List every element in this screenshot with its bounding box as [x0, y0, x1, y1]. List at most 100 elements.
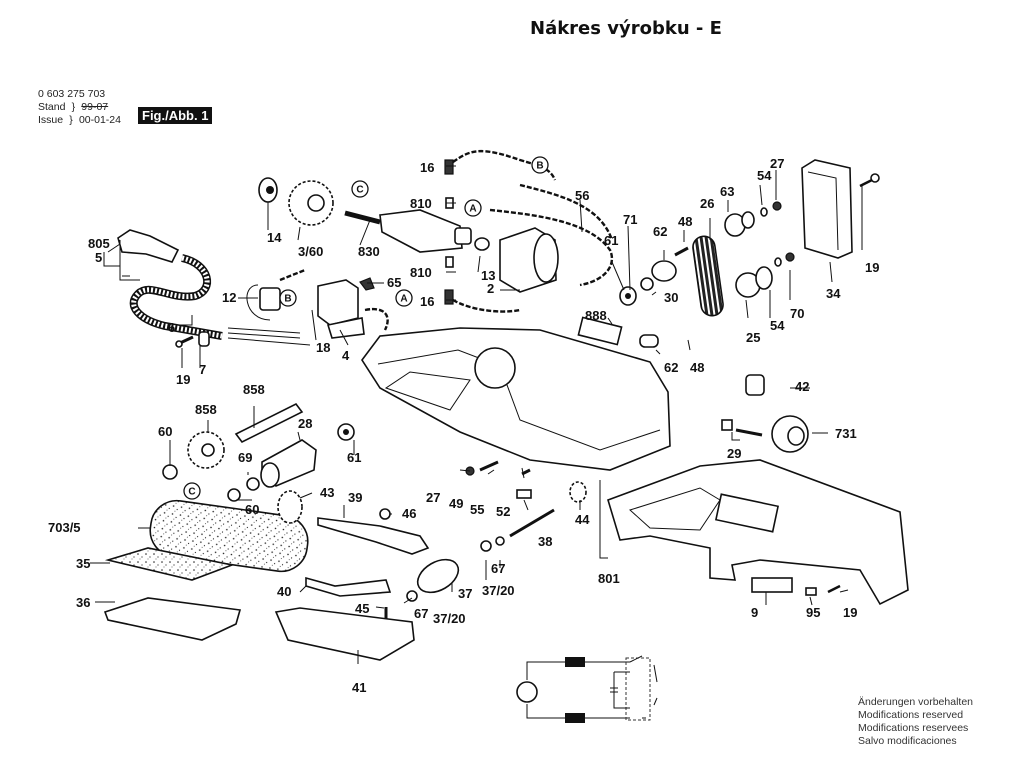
brace-glyph: }	[71, 101, 76, 113]
part-label-3-60: 3/60	[298, 244, 323, 259]
notice-line-en: Modifications reserved	[858, 709, 964, 721]
stator-drawing	[489, 183, 614, 293]
part-label-731: 731	[835, 426, 857, 441]
marker-circle-icon	[279, 289, 297, 307]
part-label-41: 41	[352, 680, 366, 695]
part-label-30: 30	[664, 290, 678, 305]
part-label-12: 12	[222, 290, 236, 305]
part-number: 0 603 275 703	[38, 88, 106, 100]
part-label-46: 46	[402, 506, 416, 521]
part-label-52: 52	[496, 504, 510, 519]
cord-clamp-drawing	[175, 331, 210, 348]
part-label-54: 54	[757, 168, 772, 183]
reference-marker-b: B	[531, 156, 549, 174]
part-label-61: 61	[604, 233, 618, 248]
part-label-7: 7	[199, 362, 206, 377]
part-label-810: 810	[410, 265, 432, 280]
figure-badge: Fig./Abb. 1	[138, 107, 213, 124]
part-label-858: 858	[243, 382, 265, 397]
part-label-34: 34	[826, 286, 841, 301]
part-label-65: 65	[387, 275, 401, 290]
part-label-55: 55	[470, 502, 484, 517]
part-label-29: 29	[727, 446, 741, 461]
handle-drawing	[607, 459, 909, 606]
part-label-35: 35	[76, 556, 90, 571]
stand-value: 99-07	[81, 101, 109, 113]
part-label-38: 38	[538, 534, 552, 549]
marker-circle-icon	[183, 482, 201, 500]
part-label-805: 805	[88, 236, 110, 251]
part-label-62: 62	[664, 360, 678, 375]
part-label-19: 19	[176, 372, 190, 387]
part-label-42: 42	[795, 379, 809, 394]
part-label-4: 4	[342, 348, 350, 363]
part-label-830: 830	[358, 244, 380, 259]
reference-marker-a: A	[395, 289, 413, 307]
part-label-67: 67	[491, 561, 505, 576]
part-label-801: 801	[598, 571, 620, 586]
capacitor-drawing	[246, 268, 306, 321]
part-label-48: 48	[678, 214, 692, 229]
issue-label: Issue	[38, 114, 64, 126]
part-label-43: 43	[320, 485, 334, 500]
marker-letter: A	[400, 294, 407, 305]
marker-letter: B	[536, 161, 543, 172]
part-label-37: 37	[458, 586, 472, 601]
stand-row: Stand } 99-07	[38, 101, 121, 114]
part-label-56: 56	[575, 188, 589, 203]
part-label-49: 49	[449, 496, 463, 511]
part-label-27: 27	[426, 490, 440, 505]
part-label-19: 19	[843, 605, 857, 620]
part-label-703-5: 703/5	[48, 520, 81, 535]
reference-marker-a: A	[464, 199, 482, 217]
brush-holders-drawing	[444, 149, 557, 313]
main-housing-drawing	[361, 316, 671, 471]
drive-roller-drawing	[162, 402, 355, 502]
part-label-19: 19	[865, 260, 879, 275]
part-label-39: 39	[348, 490, 362, 505]
reference-marker-c: C	[351, 180, 369, 198]
fan-armature-drawing	[258, 177, 490, 253]
part-label-13: 13	[481, 268, 495, 283]
sanding-belt-drawing	[103, 499, 309, 641]
part-label-810: 810	[410, 196, 432, 211]
notice-line-es: Salvo modificaciones	[858, 735, 957, 747]
part-label-54: 54	[770, 318, 785, 333]
switch-drawing	[317, 277, 389, 339]
marker-letter: C	[356, 185, 363, 196]
notice-line-fr: Modifications reservees	[858, 722, 969, 734]
part-label-67: 67	[414, 606, 428, 621]
marker-circle-icon	[351, 180, 369, 198]
belt-cover-drawing	[801, 159, 880, 259]
part-label-14: 14	[267, 230, 282, 245]
page-title: Nákres výrobku - E	[530, 18, 722, 39]
tension-assembly-drawing	[274, 460, 587, 661]
part-label-26: 26	[700, 196, 714, 211]
issue-row: Issue } 00-01-24	[38, 114, 121, 127]
part-label-95: 95	[806, 605, 820, 620]
marker-letter: B	[284, 294, 291, 305]
part-label-888: 888	[585, 308, 607, 323]
part-label-28: 28	[298, 416, 312, 431]
belt-pulleys-drawing	[692, 201, 795, 317]
modifications-notice: Änderungen vorbehalten Modifications res…	[858, 696, 973, 748]
part-label-37-20: 37/20	[433, 611, 466, 626]
knob-drawing	[721, 374, 809, 453]
marker-letter: A	[469, 204, 476, 215]
part-label-6: 6	[168, 320, 175, 335]
part-label-37-20: 37/20	[482, 583, 515, 598]
power-cord-drawing	[117, 229, 311, 346]
part-label-63: 63	[720, 184, 734, 199]
circuit-schematic	[516, 655, 658, 723]
part-label-69: 69	[238, 450, 252, 465]
part-label-70: 70	[790, 306, 804, 321]
part-label-16: 16	[420, 294, 434, 309]
stand-label: Stand	[38, 101, 66, 113]
marker-circle-icon	[395, 289, 413, 307]
part-label-71: 71	[623, 212, 637, 227]
part-label-61: 61	[347, 450, 361, 465]
part-label-36: 36	[76, 595, 90, 610]
part-label-9: 9	[751, 605, 758, 620]
